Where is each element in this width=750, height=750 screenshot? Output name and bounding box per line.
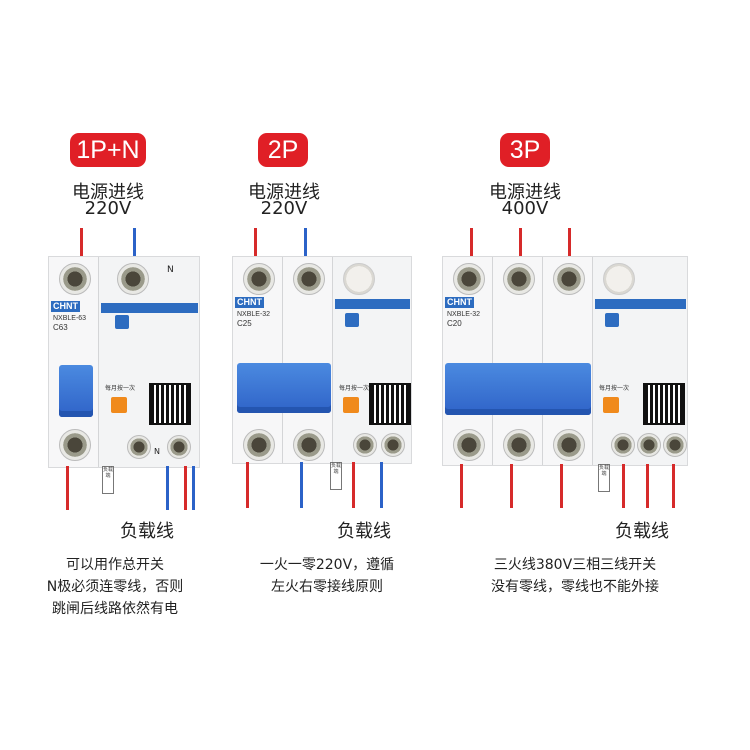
badge-2p: 2P <box>258 133 308 167</box>
description: 三火线380V三相三线开关 没有零线，零线也不能外接 <box>450 554 700 598</box>
load-label: 负载线 <box>120 521 174 542</box>
model-number: NXBLE-63 <box>53 315 87 322</box>
output-terminal <box>293 429 325 461</box>
output-terminal <box>637 433 661 457</box>
source-voltage: 220V <box>84 198 132 219</box>
input-terminal <box>59 263 91 295</box>
source-title: 电源进线 <box>72 182 144 203</box>
qr-code <box>643 383 685 425</box>
output-neutral-wire <box>166 466 169 510</box>
breaker-3p: CHNT NXBLE-32 C20 每月按一次 <box>442 256 688 466</box>
output-live-wire <box>622 464 625 508</box>
description: 一火一零220V，遵循 左火右零接线原则 <box>222 554 432 598</box>
output-live-wire <box>672 464 675 508</box>
output-terminal <box>663 433 687 457</box>
status-window <box>345 313 359 327</box>
breaker-2p: CHNT NXBLE-32 C25 每月按一次 <box>232 256 412 464</box>
output-live-wire <box>352 462 355 508</box>
qr-code <box>369 383 411 425</box>
test-label: 每月按一次 <box>339 385 370 392</box>
qr-code <box>149 383 191 425</box>
description-line: 三火线380V三相三线开关 <box>493 557 657 573</box>
input-terminal <box>293 263 325 295</box>
rating: C25 <box>237 319 252 328</box>
breaker-lever[interactable] <box>445 363 591 415</box>
test-button[interactable] <box>111 397 127 413</box>
rating: C63 <box>53 323 68 332</box>
blank-terminal <box>343 263 375 295</box>
load-label: 负载线 <box>337 521 391 542</box>
input-live-wire <box>80 228 83 258</box>
model-number: NXBLE-32 <box>447 311 481 318</box>
input-terminal <box>503 263 535 295</box>
output-terminal <box>453 429 485 461</box>
output-terminal <box>553 429 585 461</box>
badge-3p: 3P <box>500 133 550 167</box>
description-line: 左火右零接线原则 <box>271 579 383 595</box>
source-title: 电源进线 <box>489 182 561 203</box>
test-label: 每月按一次 <box>599 385 630 392</box>
test-label: 每月按一次 <box>105 385 136 392</box>
description-line: N极必须连零线，否则 <box>46 579 184 595</box>
status-window <box>115 315 129 329</box>
output-terminal <box>503 429 535 461</box>
input-terminal <box>243 263 275 295</box>
source-title: 电源进线 <box>248 182 320 203</box>
brand-logo: CHNT <box>235 297 264 308</box>
description-line: 一火一零220V，遵循 <box>259 557 395 573</box>
input-terminal <box>117 263 149 295</box>
description-line: 没有零线，零线也不能外接 <box>491 579 659 595</box>
test-button[interactable] <box>603 397 619 413</box>
output-live-wire <box>246 462 249 508</box>
description: 可以用作总开关 N极必须连零线，否则 跳闸后线路依然有电 <box>10 554 220 620</box>
output-live-wire <box>460 464 463 508</box>
source-voltage: 220V <box>260 198 308 219</box>
input-live-wire <box>470 228 473 258</box>
output-live-wire <box>510 464 513 508</box>
brand-logo: CHNT <box>51 301 80 312</box>
load-end-tag: 负载端 <box>330 462 342 490</box>
output-terminal <box>167 435 191 459</box>
output-terminal <box>127 435 151 459</box>
output-terminal <box>243 429 275 461</box>
input-neutral-wire <box>304 228 307 258</box>
load-label: 负载线 <box>615 521 669 542</box>
test-button[interactable] <box>343 397 359 413</box>
description-line: 可以用作总开关 <box>66 557 164 573</box>
output-terminal <box>381 433 405 457</box>
badge-1p-n: 1P+N <box>70 133 146 167</box>
input-live-wire <box>519 228 522 258</box>
breaker-1p-n: N CHNT NXBLE-63 C63 每月按一次 N <box>48 256 200 468</box>
description-line: 跳闸后线路依然有电 <box>52 601 178 617</box>
blank-terminal <box>603 263 635 295</box>
output-neutral-wire <box>380 462 383 508</box>
rating: C20 <box>447 319 462 328</box>
output-terminal <box>611 433 635 457</box>
input-neutral-wire <box>133 228 136 258</box>
input-live-wire <box>254 228 257 258</box>
output-live-wire <box>560 464 563 508</box>
output-neutral-wire <box>192 466 195 510</box>
load-end-tag: 负载端 <box>102 466 114 494</box>
brand-logo: CHNT <box>445 297 474 308</box>
input-terminal <box>453 263 485 295</box>
source-voltage: 400V <box>501 198 549 219</box>
input-live-wire <box>568 228 571 258</box>
output-terminal <box>59 429 91 461</box>
n-marker: N <box>167 265 174 275</box>
model-number: NXBLE-32 <box>237 311 271 318</box>
breaker-lever[interactable] <box>59 365 93 417</box>
output-live-wire <box>66 466 69 510</box>
input-terminal <box>553 263 585 295</box>
output-live-wire <box>646 464 649 508</box>
output-neutral-wire <box>300 462 303 508</box>
output-live-wire <box>184 466 187 510</box>
status-window <box>605 313 619 327</box>
breaker-lever[interactable] <box>237 363 331 413</box>
load-end-tag: 负载端 <box>598 464 610 492</box>
output-terminal <box>353 433 377 457</box>
